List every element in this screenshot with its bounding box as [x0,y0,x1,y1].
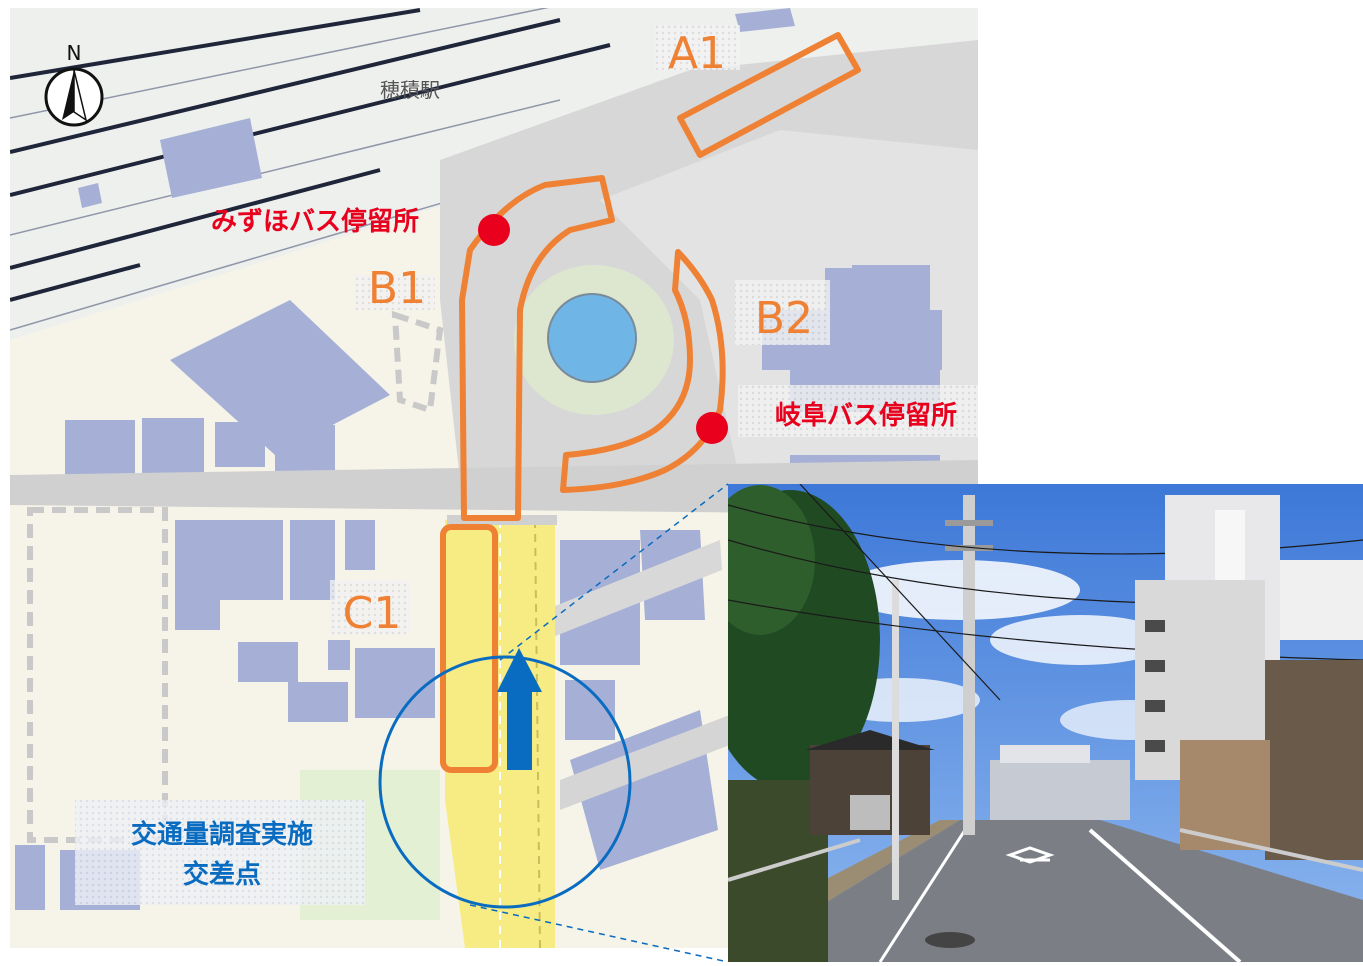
station-label: 穂積駅 [380,78,440,102]
north-label: N [67,41,82,65]
zone-b2-label: B2 [755,293,813,344]
gifu-bus-stop-marker [696,412,728,444]
traffic-direction-arrow [497,648,542,770]
zone-a1-label: A1 [668,28,726,79]
survey-label-line1: 交通量調査実施 [131,819,313,850]
mizuho-bus-stop-label: みずほバス停留所 [211,206,419,237]
street-view-photo [728,484,1363,962]
zone-c1-outline [440,524,498,773]
zone-a1-outline [677,32,861,158]
gifu-bus-stop-label: 岐阜バス停留所 [775,400,957,431]
survey-label-line2: 交差点 [183,859,261,890]
zone-c1-label: C1 [343,588,402,639]
zone-b1-label: B1 [368,263,426,314]
zone-b2-outline [560,249,726,493]
rail-lines [10,8,611,302]
north-arrow-icon [44,67,104,127]
base-map [10,8,978,948]
mizuho-bus-stop-marker [478,214,510,246]
